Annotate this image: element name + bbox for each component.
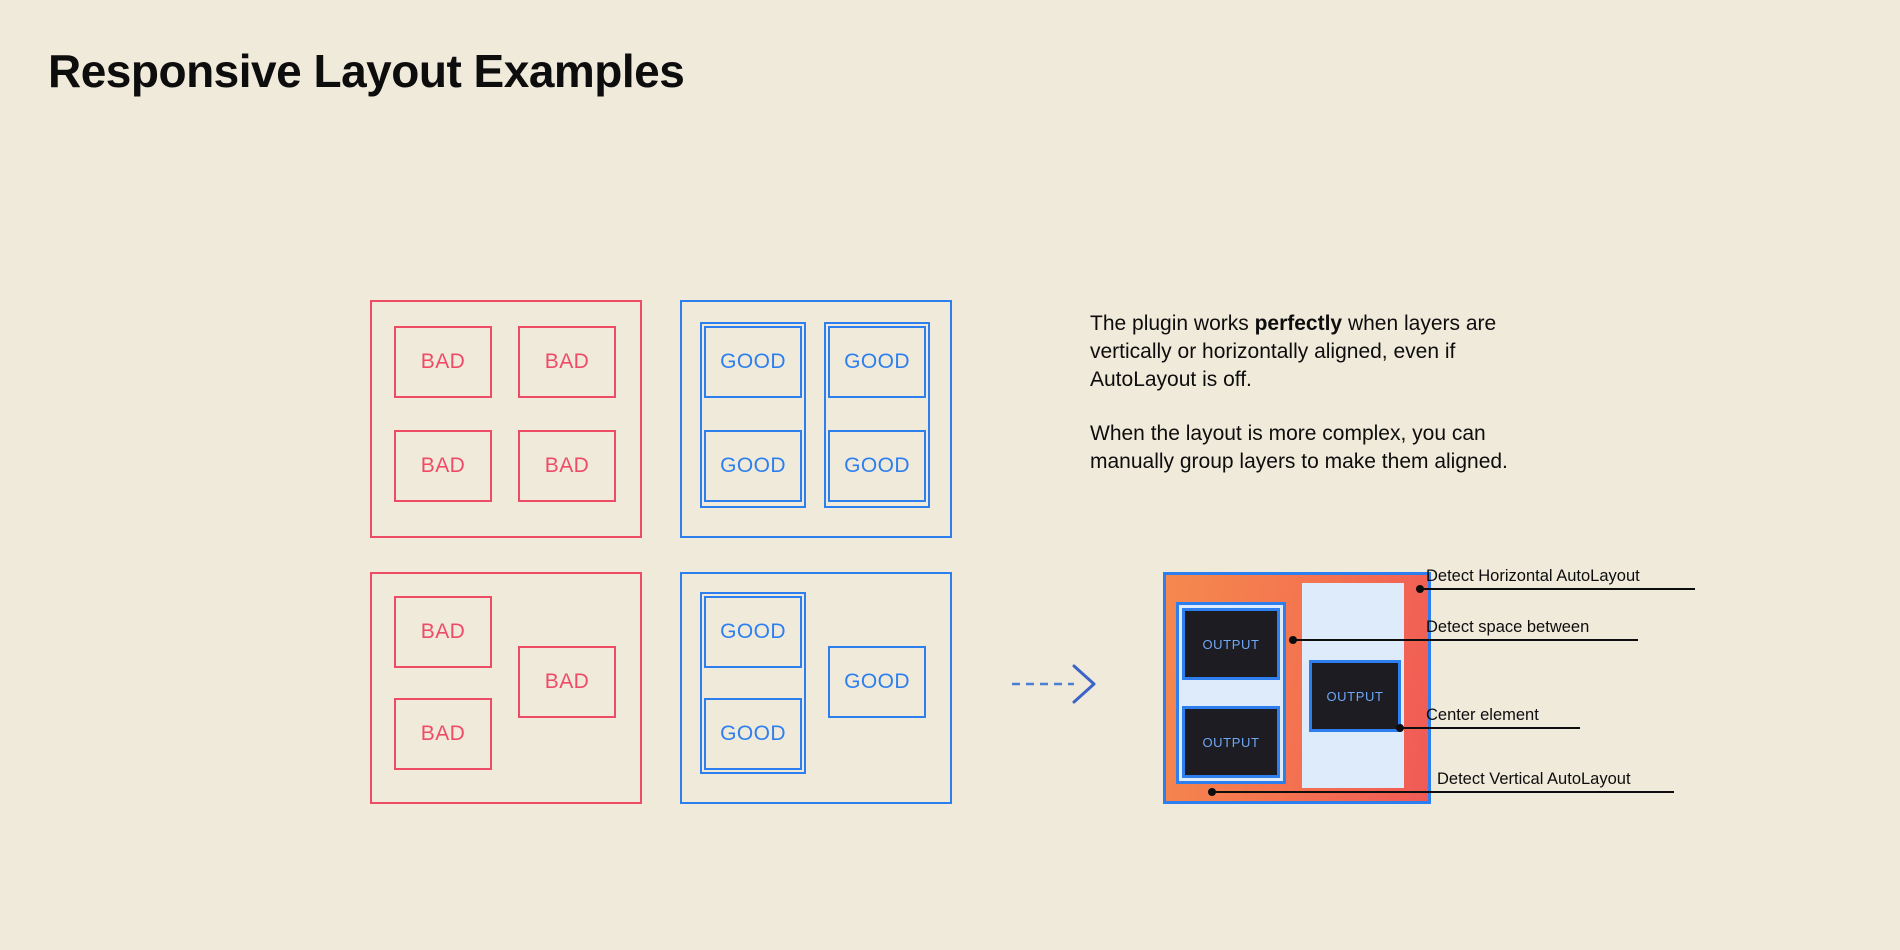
good-cell: GOOD: [828, 326, 926, 398]
callout-detect-space-between: Detect space between: [1289, 618, 1638, 644]
explanatory-copy: The plugin works perfectly when layers a…: [1090, 310, 1560, 476]
copy-p1-bold: perfectly: [1254, 312, 1343, 335]
callout-dot: [1208, 788, 1216, 796]
bad-cell: BAD: [518, 326, 616, 398]
good-cell: GOOD: [828, 430, 926, 502]
bad-cell: BAD: [394, 596, 492, 668]
output-label: OUTPUT: [1202, 734, 1260, 750]
output-box: OUTPUT: [1309, 660, 1401, 732]
good-cell: GOOD: [704, 326, 802, 398]
bad-cell: BAD: [394, 326, 492, 398]
bad-cell: BAD: [518, 430, 616, 502]
example-bad-complex: BAD BAD BAD: [370, 572, 642, 804]
good-cell: GOOD: [704, 698, 802, 770]
callout-dot: [1396, 724, 1404, 732]
bad-cell: BAD: [394, 430, 492, 502]
example-good-complex: GOOD GOOD GOOD: [680, 572, 952, 804]
bad-cell: BAD: [394, 698, 492, 770]
callout-label: Detect Horizontal AutoLayout: [1426, 567, 1640, 585]
callout-detect-horizontal-autolayout: Detect Horizontal AutoLayout: [1416, 567, 1695, 593]
good-cell: GOOD: [704, 430, 802, 502]
good-cell: GOOD: [828, 646, 926, 718]
callout-detect-vertical-autolayout: Detect Vertical AutoLayout: [1208, 770, 1674, 796]
output-box: OUTPUT: [1182, 608, 1280, 680]
output-box: OUTPUT: [1182, 706, 1280, 778]
output-label: OUTPUT: [1202, 636, 1260, 652]
copy-paragraph-1: The plugin works perfectly when layers a…: [1090, 310, 1560, 394]
copy-p1-before: The plugin works: [1090, 312, 1255, 335]
example-bad-grid: BAD BAD BAD BAD: [370, 300, 642, 538]
callout-label: Detect Vertical AutoLayout: [1437, 770, 1631, 788]
callout-label: Detect space between: [1426, 618, 1590, 636]
copy-paragraph-2: When the layout is more complex, you can…: [1090, 421, 1508, 473]
page-title: Responsive Layout Examples: [48, 45, 685, 97]
callout-label: Center element: [1426, 706, 1539, 724]
dashed-arrow-right-icon: [1012, 664, 1098, 704]
good-cell: GOOD: [704, 596, 802, 668]
example-good-grid: GOOD GOOD GOOD GOOD: [680, 300, 952, 538]
copy-p1-after: when layers are vertically or horizontal…: [1090, 312, 1497, 391]
demo-panel: OUTPUT OUTPUT OUTPUT: [1163, 572, 1431, 804]
output-label: OUTPUT: [1326, 688, 1384, 704]
callout-dot: [1289, 636, 1297, 644]
callout-dot: [1416, 585, 1424, 593]
bad-cell: BAD: [518, 646, 616, 718]
callout-center-element: Center element: [1396, 706, 1580, 732]
